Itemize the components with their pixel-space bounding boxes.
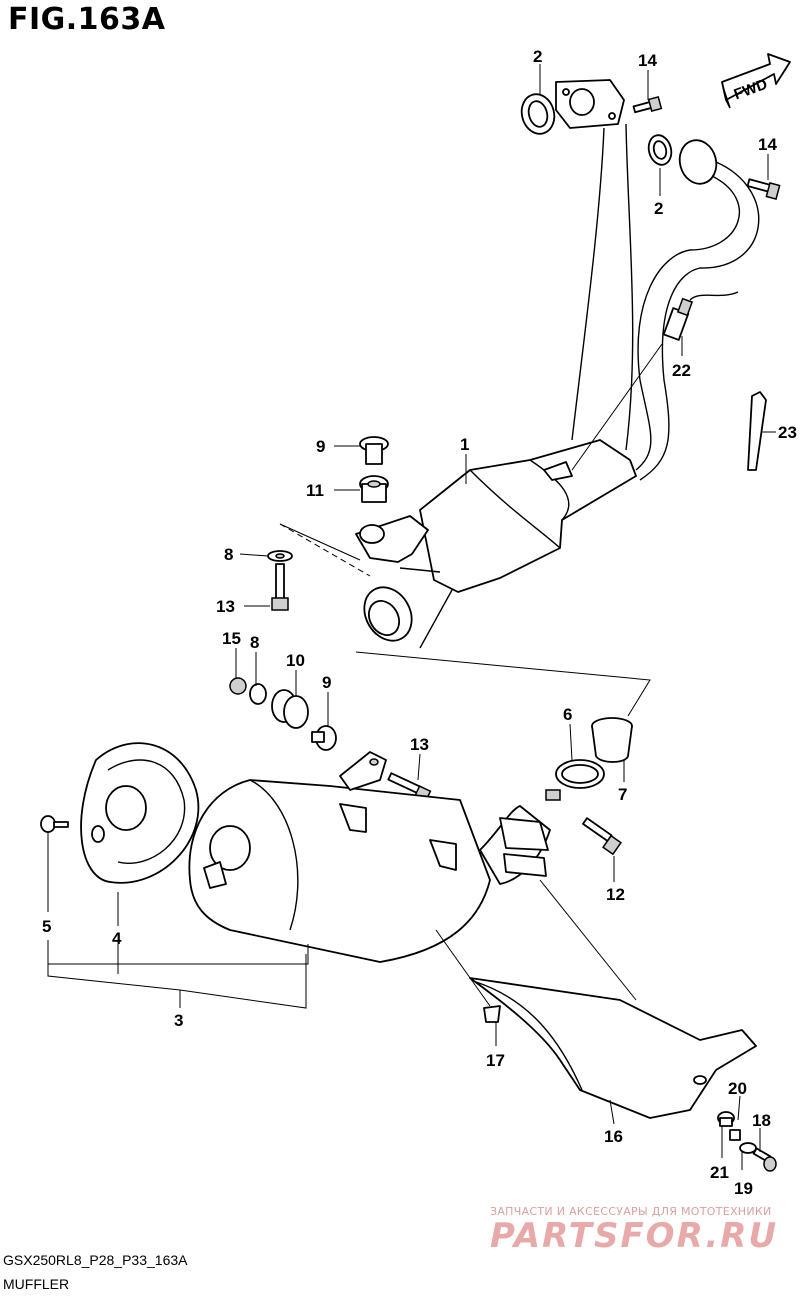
muffler-cover-icon (80, 742, 200, 884)
callout-19: 19 (734, 1179, 753, 1198)
bolt-5-icon (40, 815, 69, 833)
washer-8-upper-icon (267, 550, 293, 562)
figure-title: FIG.163A (8, 2, 166, 37)
callout-14-upper: 14 (638, 51, 657, 70)
nut-20-icon (717, 1111, 735, 1127)
callout-10: 10 (286, 651, 305, 670)
exhaust-pipe-assembly (355, 79, 760, 649)
callout-8-upper: 8 (224, 545, 233, 564)
bolt-12-icon (582, 817, 622, 856)
callout-8-lower: 8 (250, 633, 259, 652)
callout-2-right: 2 (654, 199, 663, 218)
callout-9-upper: 9 (316, 437, 325, 456)
oxygen-sensor-icon (571, 291, 739, 471)
diagram-code: GSX250RL8_P28_P33_163A (3, 1252, 188, 1268)
callout-15: 15 (222, 629, 241, 648)
cable-tie-icon (747, 391, 776, 471)
callout-1: 1 (460, 435, 469, 454)
callout-23: 23 (778, 423, 797, 442)
bolt-14-right-icon (746, 178, 781, 200)
callout-9-lower: 9 (322, 673, 331, 692)
clip-17-icon (435, 929, 501, 1023)
diagram-name: MUFFLER (3, 1276, 70, 1292)
bolt-18-icon (752, 1147, 777, 1172)
muffler-body-icon (188, 751, 551, 963)
callout-22: 22 (672, 361, 691, 380)
callout-16: 16 (604, 1127, 623, 1146)
heat-shield-icon (469, 879, 757, 1119)
callout-18: 18 (752, 1111, 771, 1130)
callout-6: 6 (563, 705, 572, 724)
callout-13-lower: 13 (410, 735, 429, 754)
grommet-11-icon (359, 475, 389, 503)
callout-2-left: 2 (533, 47, 542, 66)
collar-21-icon (729, 1129, 741, 1141)
clamp-6-icon (545, 759, 605, 801)
callout-17: 17 (486, 1051, 505, 1070)
rubber-10-icon (271, 689, 309, 729)
watermark-brand: PARTSFOR.RU (490, 1216, 779, 1256)
bolt-14-upper-icon (632, 95, 663, 114)
callout-14-right: 14 (758, 135, 777, 154)
watermark-tagline: ЗАПЧАСТИ И АКСЕССУАРЫ ДЛЯ МОТОТЕХНИКИ (490, 1205, 772, 1218)
collar-9-upper-icon (359, 436, 389, 465)
collar-9-lower-icon (311, 725, 337, 751)
callout-21: 21 (710, 1163, 729, 1182)
nut-15-icon (229, 677, 247, 695)
callout-13-upper: 13 (216, 597, 235, 616)
callout-4: 4 (112, 929, 122, 948)
fwd-arrow-icon: FWD (721, 53, 791, 109)
callout-11: 11 (306, 481, 324, 500)
gasket-right-icon (647, 134, 673, 166)
washer-8-lower-icon (249, 683, 267, 705)
callout-12: 12 (606, 885, 625, 904)
bolt-13-upper-icon (271, 563, 289, 611)
callout-20: 20 (728, 1079, 747, 1098)
gasket-left-icon (520, 93, 556, 135)
callout-5: 5 (42, 917, 51, 936)
gasket-7-icon (591, 717, 633, 763)
callout-7: 7 (618, 785, 627, 804)
callout-3: 3 (174, 1011, 183, 1030)
